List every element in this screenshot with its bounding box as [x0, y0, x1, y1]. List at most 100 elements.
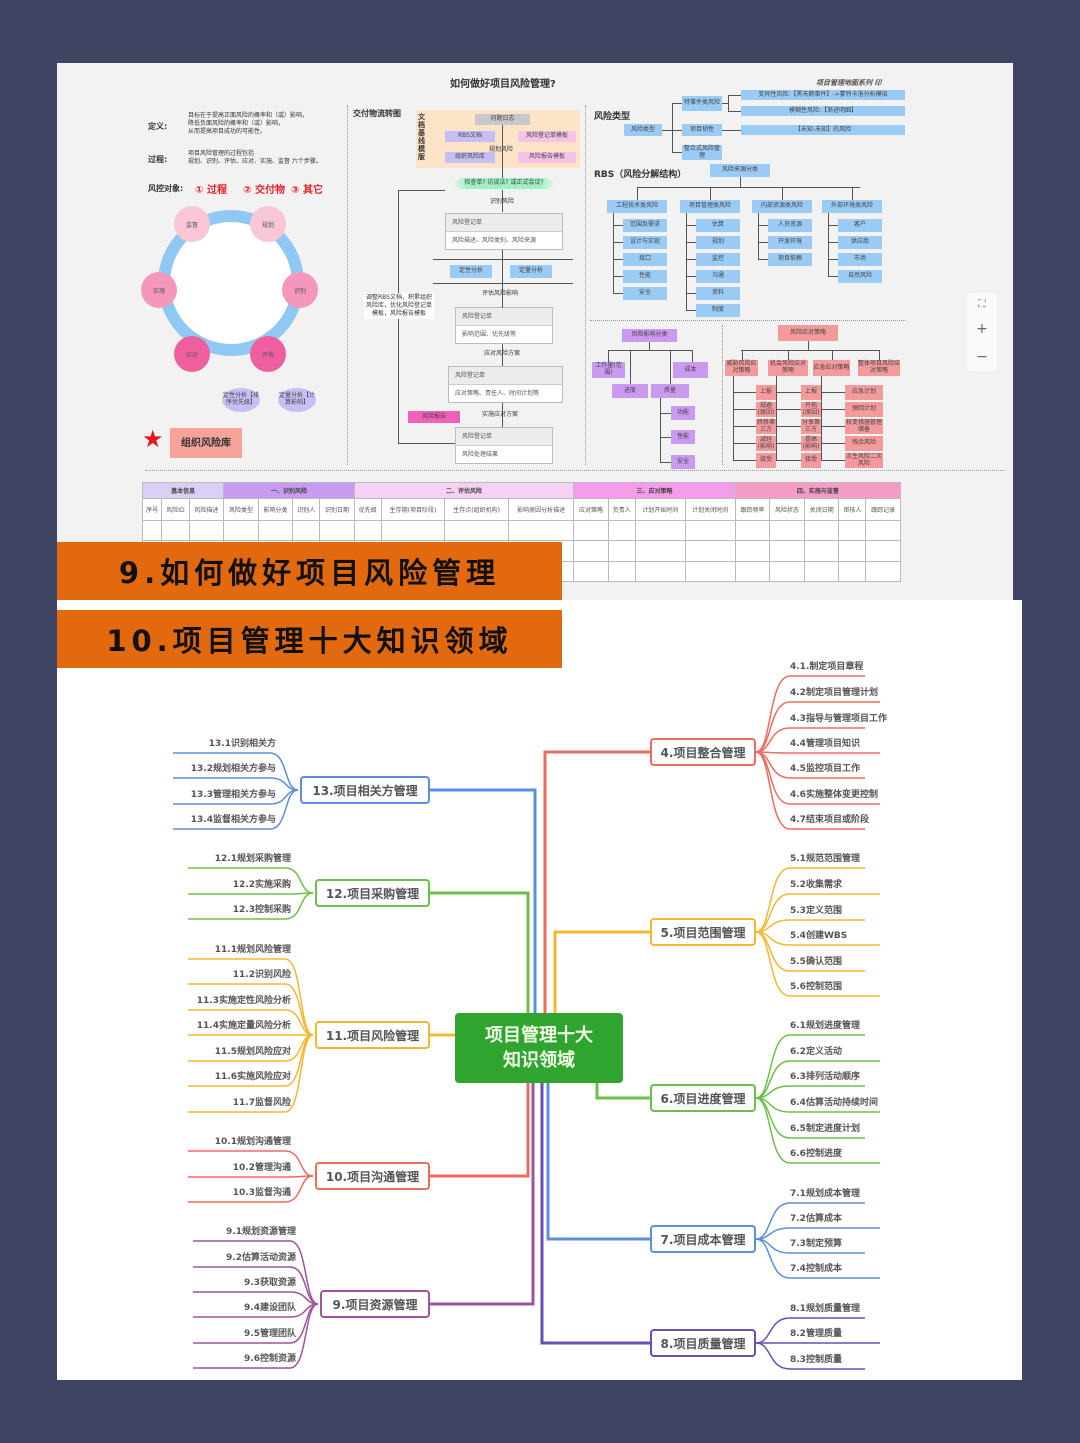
child-topic[interactable]: 13.3管理相关方参与 [190, 790, 276, 800]
child-topic[interactable]: 9.3获取资源 [244, 1278, 296, 1288]
child-topic[interactable]: 7.3制定预算 [790, 1239, 842, 1249]
child-topic[interactable]: 7.4控制成本 [790, 1264, 842, 1274]
connector-line [728, 111, 741, 112]
child-topic[interactable]: 7.1规划成本管理 [790, 1189, 860, 1199]
child-topic[interactable]: 9.4建设团队 [244, 1303, 296, 1313]
quantitative-box: 定量分析 [510, 265, 552, 278]
child-topic[interactable]: 5.2收集需求 [790, 880, 842, 890]
child-topic[interactable]: 10.2管理沟通 [232, 1163, 291, 1173]
process-label: 过程: [148, 155, 168, 164]
child-topic[interactable]: 11.2识别风险 [232, 970, 291, 980]
rbs-item: 监控 [696, 253, 740, 266]
child-topic[interactable]: 13.2规划相关方参与 [190, 764, 276, 774]
child-topic[interactable]: 6.1规划进度管理 [790, 1021, 860, 1031]
branch-node[interactable]: 12.项目采购管理 [315, 879, 430, 907]
branch-node[interactable]: 9.项目资源管理 [320, 1290, 430, 1318]
type-child: 整合式风险管理 [682, 144, 722, 160]
child-topic[interactable]: 8.3控制质量 [790, 1355, 842, 1365]
child-topic[interactable]: 11.4实施定量风险分析 [196, 1021, 291, 1031]
strategy-group: 整体项目风险应对策略 [858, 360, 901, 376]
child-topic[interactable]: 4.2制定项目管理计划 [790, 688, 878, 698]
child-topic[interactable]: 6.2定义活动 [790, 1047, 842, 1057]
child-topic[interactable]: 8.1规划质量管理 [790, 1304, 860, 1314]
strategy-root: 风险应对策略 [778, 325, 838, 341]
type-child: 项目韧性 [682, 124, 722, 136]
child-topic[interactable]: 13.4监督相关方参与 [190, 815, 276, 825]
child-connector [755, 1202, 865, 1240]
branch-node[interactable]: 10.项目沟通管理 [315, 1162, 430, 1190]
child-connector [755, 1060, 880, 1099]
child-connector [755, 1034, 865, 1099]
child-topic[interactable]: 9.5管理团队 [244, 1329, 296, 1339]
child-topic[interactable]: 9.6控制资源 [244, 1354, 296, 1364]
table-cell[interactable] [684, 560, 736, 583]
child-topic[interactable]: 9.1规划资源管理 [226, 1227, 296, 1237]
qualitative-analysis: 定性分析【排序优先级】 [222, 388, 260, 412]
child-topic[interactable]: 6.4估算活动持续时间 [790, 1098, 878, 1108]
child-topic[interactable]: 4.3指导与管理项目工作 [790, 714, 887, 724]
register-title: 风险登记单 [456, 428, 552, 446]
separator [347, 105, 348, 465]
branch-trunk [553, 930, 650, 1013]
branch-node[interactable]: 5.项目范围管理 [650, 918, 756, 946]
child-topic[interactable]: 4.7结束项目或阶段 [790, 815, 869, 825]
cycle-node: 识别 [282, 272, 318, 308]
child-topic[interactable]: 4.6实施整体变更控制 [790, 790, 878, 800]
connector-line [433, 259, 573, 260]
type-root: 风险类型 [624, 124, 662, 136]
child-topic[interactable]: 11.6实施风险应对 [214, 1072, 291, 1082]
child-topic[interactable]: 5.1规范范围管理 [790, 854, 860, 864]
child-topic[interactable]: 4.4管理项目知识 [790, 739, 860, 749]
child-topic[interactable]: 8.2管理质量 [790, 1329, 842, 1339]
connector-line [758, 213, 759, 259]
strategy-item: 残余风险 [845, 436, 883, 451]
child-topic[interactable]: 12.2实施采购 [232, 880, 291, 890]
child-topic[interactable]: 7.2估算成本 [790, 1214, 842, 1224]
fit-screen-icon[interactable]: ⛶ [978, 298, 986, 310]
branch-node[interactable]: 13.项目相关方管理 [300, 776, 430, 804]
risk-register-card: 风险登记单影响范围、优先级等 [455, 307, 553, 344]
branch-node[interactable]: 8.项目质量管理 [650, 1329, 756, 1357]
process-line: 项目风险管理的过程包括 [188, 150, 255, 157]
child-topic[interactable]: 6.3排列活动顺序 [790, 1072, 860, 1082]
table-cell[interactable] [838, 560, 867, 583]
zoom-in-icon[interactable]: + [976, 321, 988, 338]
table-cell[interactable] [865, 560, 901, 583]
branch-node[interactable]: 11.项目风险管理 [315, 1021, 430, 1049]
zoom-out-icon[interactable]: − [976, 349, 988, 366]
child-topic[interactable]: 5.5确认范围 [790, 957, 842, 967]
connector-line [613, 293, 623, 294]
child-topic[interactable]: 5.4创建WBS [790, 931, 848, 941]
child-topic[interactable]: 12.3控制采购 [232, 905, 291, 915]
register-body: 应对策略、责任人、时间计划等 [455, 389, 540, 397]
cycle-node: 评估 [250, 336, 286, 372]
child-topic[interactable]: 4.5监控项目工作 [790, 764, 860, 774]
rbs-group: 项目管理类风险 [680, 200, 740, 213]
register-template: 风险登记单模板 [518, 131, 576, 142]
child-topic[interactable]: 11.3实施定性风险分析 [196, 996, 291, 1006]
child-topic[interactable]: 4.1.制定项目章程 [790, 662, 864, 672]
branch-node[interactable]: 4.项目整合管理 [650, 738, 756, 766]
child-topic[interactable]: 13.1识别相关方 [208, 739, 276, 749]
child-connector [188, 983, 314, 1036]
connector-line [758, 242, 768, 243]
child-topic[interactable]: 11.1规划风险管理 [214, 945, 291, 955]
feedback-note: 调整RBS文档，积累组织风险库，优化风险登记单模板，风险报告模板 [364, 293, 434, 320]
child-topic[interactable]: 5.3定义范围 [790, 906, 842, 916]
child-topic[interactable]: 9.2估算活动资源 [226, 1253, 296, 1263]
child-topic[interactable]: 10.1规划沟通管理 [214, 1137, 291, 1147]
child-connector [193, 1240, 319, 1305]
child-topic[interactable]: 5.6控制范围 [790, 982, 842, 992]
check-diamond: 检查单? 访谈法? 或正式会议? [452, 178, 556, 189]
child-topic[interactable]: 6.5制定进度计划 [790, 1124, 860, 1134]
child-topic[interactable]: 12.1规划采购管理 [214, 854, 291, 864]
child-topic[interactable]: 11.7监督风险 [232, 1098, 291, 1108]
branch-node[interactable]: 6.项目进度管理 [650, 1084, 756, 1112]
child-topic[interactable]: 11.5规划风险应对 [214, 1047, 291, 1057]
child-topic[interactable]: 10.3监督沟通 [232, 1188, 291, 1198]
star-icon: ★ [142, 425, 164, 453]
connector-line [686, 225, 696, 226]
child-topic[interactable]: 6.6控制进度 [790, 1149, 842, 1159]
branch-node[interactable]: 7.项目成本管理 [650, 1225, 756, 1253]
